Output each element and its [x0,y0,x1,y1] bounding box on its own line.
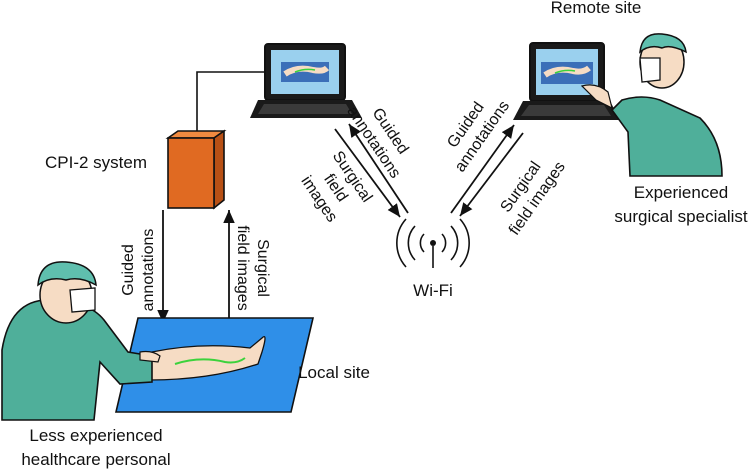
local-site-label: Local site [298,363,370,382]
operating-table [114,317,315,413]
svg-text:annotations: annotations [140,229,157,312]
left-surgical-field-label: Surgical field images [297,148,375,225]
arrow-guided-from-remote [459,132,524,217]
arrow-guided-to-wifi [348,123,409,214]
svg-text:Surgical: Surgical [254,239,271,297]
specialist-label-line2: surgical specialist [614,207,747,226]
specialist-label-line1: Experienced [634,183,729,202]
arrow-surgical-to-remote [450,124,515,214]
cable-line [196,71,265,138]
remote-specialist-figure [580,33,723,177]
svg-text:field images: field images [234,225,251,310]
local-personnel-figure [1,261,161,421]
remote-laptop [513,42,620,120]
wifi-icon [396,218,470,268]
wifi-label: Wi-Fi [413,281,453,300]
personal-label-line2: healthcare personal [21,450,170,469]
local-surgical-field-label: Surgical field images [234,225,271,310]
local-guided-annotations-label: Guided annotations [120,229,157,312]
local-laptop [250,43,362,118]
personal-label-line1: Less experienced [29,426,162,445]
svg-text:Guided: Guided [120,244,137,296]
remote-site-label: Remote site [551,0,642,17]
cpi-device [165,129,227,210]
arrow-surgical-to-wifi [334,128,401,218]
cpi-system-label: CPI-2 system [45,153,147,172]
